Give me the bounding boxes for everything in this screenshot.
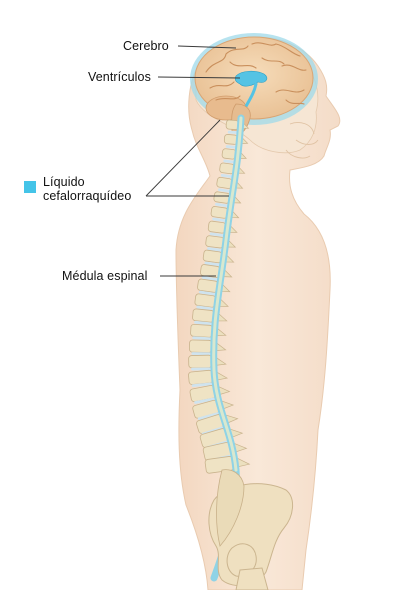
intervertebral-disc: [196, 305, 215, 311]
label-ventricles: Ventrículos: [88, 70, 151, 84]
intervertebral-disc: [220, 173, 234, 179]
intervertebral-disc: [227, 130, 239, 134]
intervertebral-disc: [192, 336, 213, 341]
intervertebral-disc: [194, 320, 214, 326]
spinal-cord: [212, 116, 243, 472]
leader-brain: [177, 45, 237, 49]
brain-gyri: [205, 42, 307, 105]
vertebra: [188, 369, 214, 385]
vertebra: [205, 235, 225, 249]
intervertebral-disc: [198, 290, 217, 296]
label-brain: Cerebro: [123, 39, 169, 53]
intervertebral-disc: [215, 202, 229, 208]
vertebra: [197, 278, 219, 293]
ventricles: [234, 70, 268, 87]
vertebra: [192, 308, 215, 323]
intervertebral-disc: [217, 188, 231, 193]
intervertebral-disc: [191, 352, 212, 356]
intervertebral-disc: [197, 411, 221, 421]
intervertebral-disc: [191, 367, 213, 371]
vertebral-column: [188, 119, 251, 474]
vertebra: [194, 293, 217, 308]
intervertebral-disc: [204, 261, 221, 267]
label-csf-line1: Líquido: [43, 175, 85, 189]
intervertebral-disc: [201, 276, 219, 281]
intervertebral-disc: [209, 232, 225, 237]
intervertebral-disc: [194, 397, 217, 404]
label-spinal-cord: Médula espinal: [62, 269, 147, 283]
intervertebral-disc: [191, 382, 214, 388]
intervertebral-disc: [207, 247, 223, 252]
vertebra: [202, 249, 223, 264]
intervertebral-disc: [225, 145, 237, 149]
vertebra: [207, 220, 227, 234]
sacrum: [216, 469, 245, 547]
vertebra: [189, 339, 213, 353]
vertebra: [190, 323, 213, 338]
csf-legend-swatch: [24, 181, 36, 193]
intervertebral-disc: [212, 217, 227, 223]
face-bones: [285, 122, 319, 159]
femur: [235, 567, 269, 590]
leader-ventricles: [157, 76, 241, 79]
intervertebral-disc: [223, 159, 236, 164]
vertebra: [188, 354, 213, 369]
label-csf-line2: cefalorraquídeo: [43, 189, 131, 203]
leader-csf-to-brain: [145, 119, 221, 197]
